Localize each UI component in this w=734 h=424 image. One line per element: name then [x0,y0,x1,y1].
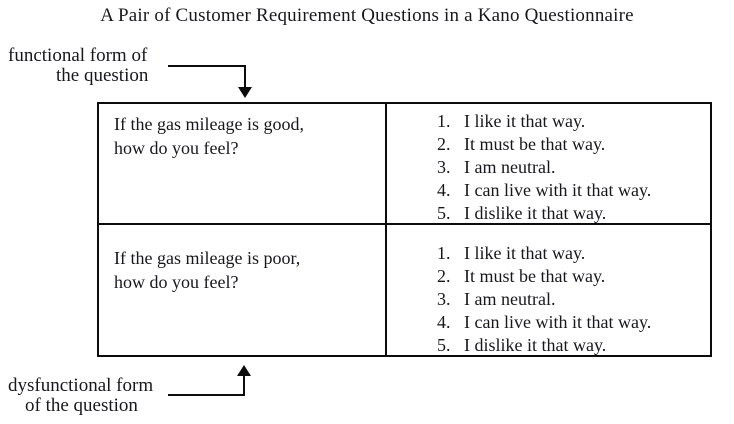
option-text: I can live with it that way. [464,312,652,332]
option-number: 1. [437,243,451,263]
functional-question-cell: If the gas mileage is good, how do you f… [99,104,387,225]
dysfunctional-form-label-line1: dysfunctional form [8,375,154,396]
option-item: 2. It must be that way. [437,133,710,156]
option-item: 5. I dislike it that way. [437,334,710,357]
option-text: I am neutral. [464,289,556,309]
dysfunctional-connector-vertical-line [243,374,245,396]
option-text: I dislike it that way. [464,335,607,355]
functional-options-cell: 1. I like it that way. 2. It must be tha… [387,104,710,225]
option-number: 4. [437,312,451,332]
questionnaire-table: If the gas mileage is good, how do you f… [97,102,712,357]
functional-form-label-line2: the question [56,65,149,86]
option-text: It must be that way. [464,266,606,286]
option-number: 3. [437,289,451,309]
option-item: 3. I am neutral. [437,288,710,311]
option-number: 1. [437,111,451,131]
option-text: It must be that way. [464,134,606,154]
option-text: I can live with it that way. [464,180,652,200]
option-item: 1. I like it that way. [437,242,710,265]
option-number: 4. [437,180,451,200]
functional-form-label: functional form of the question [8,46,148,86]
option-number: 2. [437,266,451,286]
down-arrow-icon [238,87,252,98]
option-item: 4. I can live with it that way. [437,311,710,334]
option-item: 2. It must be that way. [437,265,710,288]
functional-connector-vertical-line [244,65,246,90]
option-text: I am neutral. [464,157,556,177]
functional-connector-horizontal-line [168,65,246,67]
option-item: 4. I can live with it that way. [437,179,710,202]
question-line: how do you feel? [114,272,239,292]
up-arrow-icon [237,365,251,376]
option-number: 3. [437,157,451,177]
figure-title: A Pair of Customer Requirement Questions… [100,5,634,26]
dysfunctional-form-label-line2: of the question [25,395,138,416]
option-number: 5. [437,335,451,355]
option-text: I dislike it that way. [464,203,607,223]
dysfunctional-question-cell: If the gas mileage is poor, how do you f… [99,225,387,357]
question-line: how do you feel? [114,138,239,158]
dysfunctional-options-cell: 1. I like it that way. 2. It must be tha… [387,225,710,357]
option-item: 5. I dislike it that way. [437,202,710,225]
functional-form-label-line1: functional form of [8,45,148,66]
option-number: 5. [437,203,451,223]
option-item: 1. I like it that way. [437,110,710,133]
option-text: I like it that way. [464,243,586,263]
option-item: 3. I am neutral. [437,156,710,179]
dysfunctional-form-label: dysfunctional form of the question [8,376,153,416]
question-line: If the gas mileage is poor, [114,248,301,268]
question-line: If the gas mileage is good, [114,114,304,134]
option-text: I like it that way. [464,111,586,131]
option-number: 2. [437,134,451,154]
dysfunctional-connector-horizontal-line [168,394,245,396]
